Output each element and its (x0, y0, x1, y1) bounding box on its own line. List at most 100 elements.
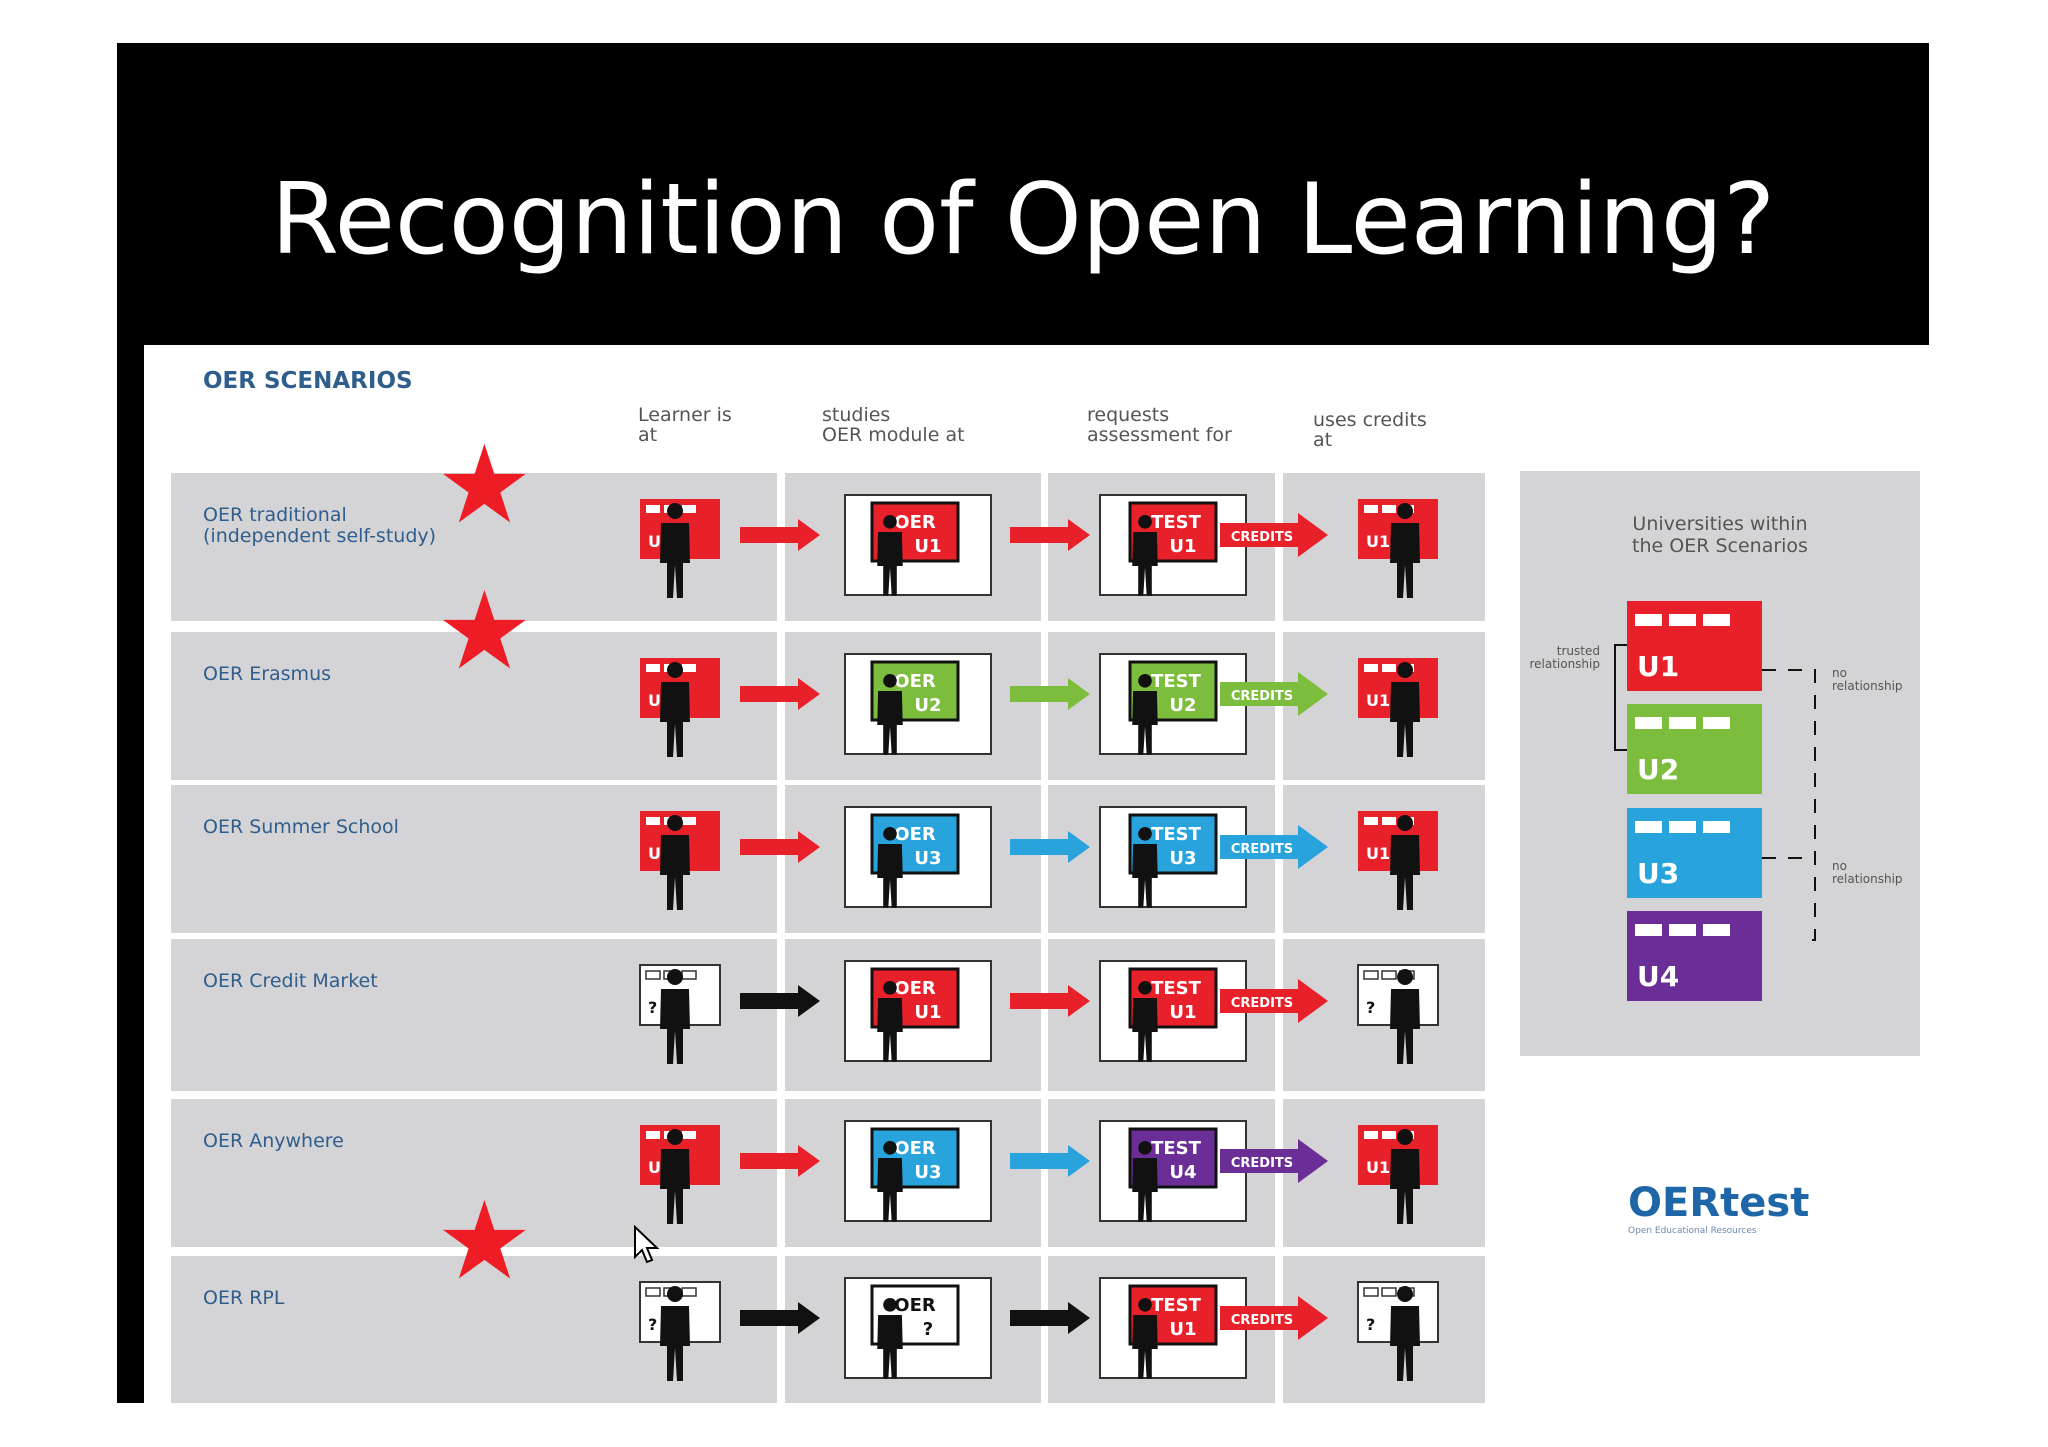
bar (1635, 924, 1662, 936)
column-header-3: requests assessment for (1087, 404, 1232, 446)
flow-arrow-icon (740, 1145, 820, 1177)
flow-arrow-icon (740, 1302, 820, 1334)
oer-label: OER (894, 824, 936, 845)
left-strip (117, 345, 144, 1403)
test-university: U1 (1169, 536, 1196, 557)
bar (1635, 821, 1662, 833)
scenario-row: ? OER? TEST U1 CREDITS? (639, 1277, 1439, 1381)
mouse-cursor-icon (634, 1225, 660, 1264)
star-icon: ★ (436, 1179, 533, 1304)
credits-label: CREDITS (1231, 996, 1293, 1011)
flow-arrow-icon (1010, 678, 1090, 710)
column-header-1: Learner is at (638, 404, 732, 446)
test-label: TEST (1151, 824, 1202, 845)
test-label: TEST (1151, 1295, 1202, 1316)
university-label: U1 (1366, 1158, 1390, 1177)
credits-arrow-icon (1220, 825, 1328, 869)
building-bars (1635, 714, 1737, 733)
title-bar: Recognition of Open Learning? (117, 43, 1929, 345)
test-university: U1 (1169, 1319, 1196, 1340)
university-label: U4 (1637, 960, 1680, 993)
university-label: U1 (1366, 532, 1390, 551)
bar (1703, 614, 1730, 626)
module-university: ? (923, 1319, 933, 1340)
flow-arrow-icon (1010, 831, 1090, 863)
university-block-u4: U4 (1627, 911, 1762, 1001)
building-bars (1635, 818, 1737, 837)
module-university: U1 (914, 536, 941, 557)
test-label: TEST (1151, 1138, 1202, 1159)
credits-arrow-icon (1220, 1139, 1328, 1183)
university-label: U1 (1637, 650, 1680, 683)
scenario-grid (171, 473, 1485, 1403)
slide-title: Recognition of Open Learning? (270, 163, 1776, 277)
module-university: U2 (914, 695, 941, 716)
bar (1635, 717, 1662, 729)
test-university: U2 (1169, 695, 1196, 716)
column-header-4: uses credits at (1313, 409, 1427, 451)
no-relationship-label-1: no relationship (1832, 666, 1903, 693)
university-label: U1 (1366, 691, 1390, 710)
scenario-label: OER Anywhere (203, 1130, 344, 1152)
credits-label: CREDITS (1231, 530, 1293, 545)
flow-arrow-icon (740, 678, 820, 710)
university-block-u1: U1 (1627, 601, 1762, 691)
oertest-logo: OERtest Open Educational Resources (1628, 1180, 1809, 1236)
bar (1669, 924, 1696, 936)
scenario-label: OER traditional (independent self-study) (203, 504, 437, 547)
building-bars (1635, 921, 1737, 940)
bar (1669, 717, 1696, 729)
flow-arrow-icon (740, 519, 820, 551)
flow-arrow-icon (1010, 519, 1090, 551)
bar (1703, 821, 1730, 833)
logo-text: OERtest (1628, 1180, 1810, 1226)
star-icon: ★ (436, 569, 533, 694)
test-university: U4 (1169, 1162, 1196, 1183)
credits-label: CREDITS (1231, 1156, 1293, 1171)
university-label: ? (1366, 1315, 1375, 1334)
university-label: ? (648, 1315, 657, 1334)
column-header-2: studies OER module at (822, 404, 965, 446)
test-label: TEST (1151, 671, 1202, 692)
module-university: U1 (914, 1002, 941, 1023)
flow-arrow-icon (1010, 1302, 1090, 1334)
trusted-relationship-label: trusted relationship (1529, 644, 1600, 671)
credits-arrow-icon (1220, 1296, 1328, 1340)
bar (1703, 924, 1730, 936)
oer-label: OER (894, 671, 936, 692)
test-university: U3 (1169, 848, 1196, 869)
bar (1669, 821, 1696, 833)
star-icon: ★ (436, 423, 533, 548)
university-label: ? (1366, 998, 1375, 1017)
credits-arrow-icon (1220, 672, 1328, 716)
test-label: TEST (1151, 512, 1202, 533)
relationship-lines (1614, 644, 1816, 941)
scenario-label: OER RPL (203, 1287, 285, 1309)
flow-arrow-icon (1010, 985, 1090, 1017)
module-university: U3 (914, 848, 941, 869)
universities-panel-title: Universities within the OER Scenarios (1632, 513, 1808, 557)
credits-label: CREDITS (1231, 1313, 1293, 1328)
oer-label: OER (894, 1138, 936, 1159)
flow-arrow-icon (740, 831, 820, 863)
bar (1669, 614, 1696, 626)
credits-label: CREDITS (1231, 689, 1293, 704)
university-block-u2: U2 (1627, 704, 1762, 794)
flow-arrow-icon (1010, 1145, 1090, 1177)
credits-label: CREDITS (1231, 842, 1293, 857)
oer-label: OER (894, 1295, 936, 1316)
credits-arrow-icon (1220, 979, 1328, 1023)
no-relationship-label-2: no relationship (1832, 859, 1903, 886)
test-label: TEST (1151, 978, 1202, 999)
module-university: U3 (914, 1162, 941, 1183)
oer-label: OER (894, 512, 936, 533)
university-label: U1 (1366, 844, 1390, 863)
credits-arrow-icon (1220, 513, 1328, 557)
scenario-label: OER Erasmus (203, 663, 332, 685)
university-label: U3 (1637, 857, 1680, 890)
